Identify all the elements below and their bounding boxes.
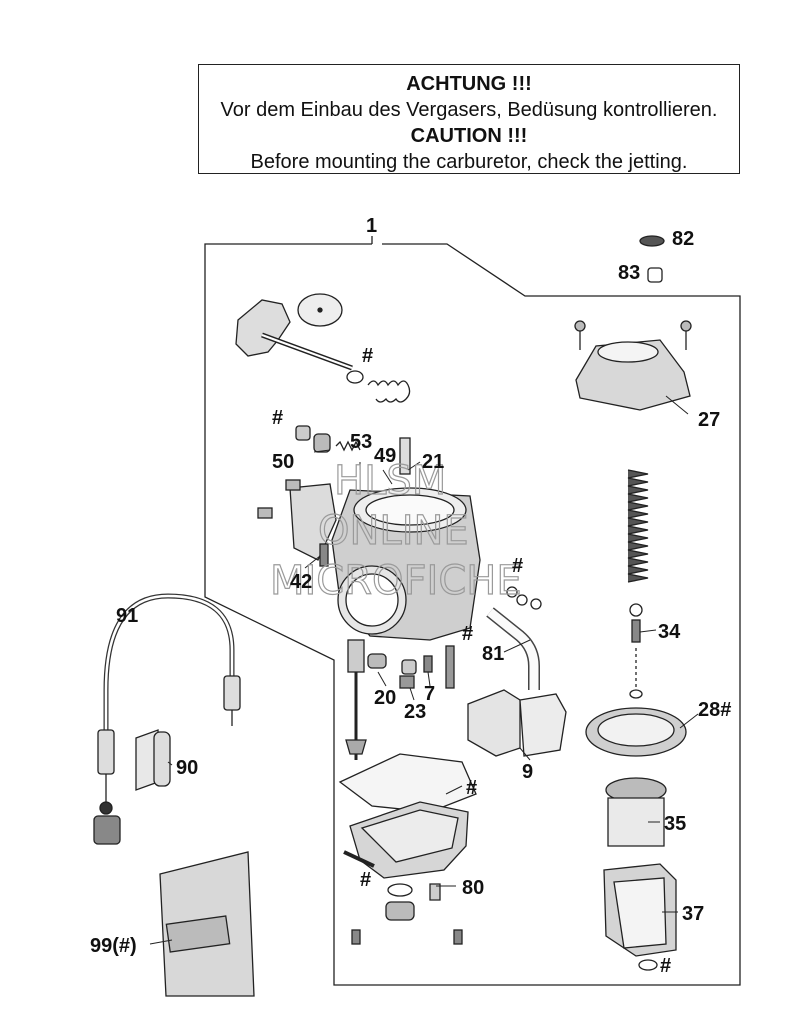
assembly-frame xyxy=(204,243,741,986)
caution-notice-box: ACHTUNG !!! Vor dem Einbau des Vergasers… xyxy=(198,64,740,174)
spring-part xyxy=(627,469,649,583)
callout-99: 99(#) xyxy=(90,935,137,957)
cap-part-83 xyxy=(647,267,663,283)
watermark-line-2: ONLINE xyxy=(318,508,469,554)
callout-27: 27 xyxy=(698,409,720,431)
callout-81: 81 xyxy=(482,643,504,665)
slide-housing-part xyxy=(603,863,677,957)
callout-hash-80: # xyxy=(360,869,371,891)
callout-37: 37 xyxy=(682,903,704,925)
callout-hash-bowl: # xyxy=(466,777,477,799)
callout-42: 42 xyxy=(290,571,312,593)
callout-hash-7: # xyxy=(462,623,473,645)
float-part xyxy=(467,689,567,757)
throttle-slide-part xyxy=(605,777,667,847)
parts-bag xyxy=(159,851,255,997)
watermark-line-1: HLSM xyxy=(334,458,446,504)
notice-text-de: Vor dem Einbau des Vergasers, Bedüsung k… xyxy=(220,99,718,121)
top-cover-part xyxy=(574,320,692,411)
cable-bracket-part xyxy=(135,729,171,791)
callout-21: 21 xyxy=(422,451,444,473)
callout-7: 7 xyxy=(424,683,435,705)
diaphragm-part xyxy=(585,707,687,757)
callout-hash-bottom: # xyxy=(660,955,671,977)
callout-9: 9 xyxy=(522,761,533,783)
callout-83: 83 xyxy=(618,262,640,284)
float-bowl-part xyxy=(338,753,477,879)
watermark-line-3: MICROFICHE xyxy=(270,558,522,604)
clip-part-82 xyxy=(639,235,665,247)
callout-35: 35 xyxy=(664,813,686,835)
callout-82: 82 xyxy=(672,228,694,250)
throttle-spring xyxy=(367,380,411,403)
callout-hash-mid: # xyxy=(512,555,523,577)
callout-53: 53 xyxy=(350,431,372,453)
callout-28: 28# xyxy=(698,699,731,721)
notice-text-en: Before mounting the carburetor, check th… xyxy=(250,151,688,173)
notice-heading-de: ACHTUNG !!! xyxy=(406,73,532,95)
carburetor-body xyxy=(289,483,481,641)
callout-1: 1 xyxy=(366,215,377,237)
watermark: HLSM ONLINE MICROFICHE xyxy=(269,457,522,604)
callout-91: 91 xyxy=(116,605,138,627)
callout-80: 80 xyxy=(462,877,484,899)
callout-49: 49 xyxy=(374,445,396,467)
callout-20: 20 xyxy=(374,687,396,709)
callout-34: 34 xyxy=(658,621,681,643)
callout-50: 50 xyxy=(272,451,294,473)
notice-heading-en: CAUTION !!! xyxy=(410,125,528,147)
callout-23: 23 xyxy=(404,701,426,723)
callout-hash-50: # xyxy=(272,407,283,429)
callout-hash-top: # xyxy=(362,345,373,367)
throttle-lever-part xyxy=(235,293,353,371)
callout-90: 90 xyxy=(176,757,198,779)
